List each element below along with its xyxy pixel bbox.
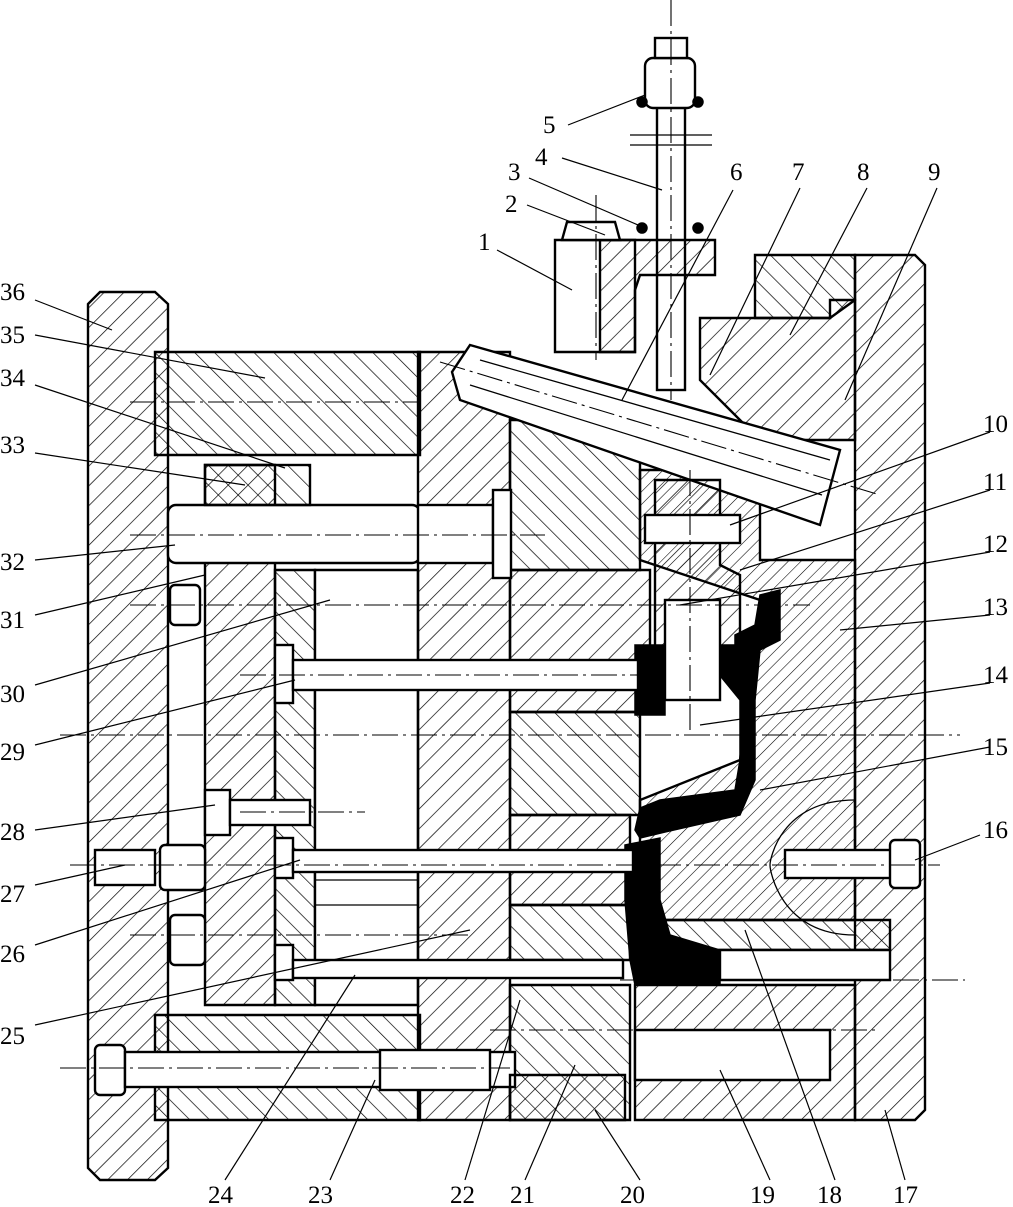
long-bolt (93, 1043, 627, 1122)
label-4: 4 (535, 144, 548, 171)
angled-pin (450, 343, 842, 527)
label-26: 26 (0, 941, 25, 968)
label-23: 23 (308, 1182, 333, 1207)
label-10: 10 (983, 411, 1008, 438)
ejector-plate (273, 568, 317, 1007)
label-18: 18 (817, 1182, 842, 1207)
slide-wedge-block (698, 253, 857, 442)
label-21: 21 (510, 1182, 535, 1207)
label-24: 24 (208, 1182, 234, 1207)
label-31: 31 (0, 607, 25, 634)
support-plate-upper (153, 350, 422, 457)
label-17: 17 (893, 1182, 918, 1207)
label-8: 8 (857, 159, 870, 186)
label-29: 29 (0, 739, 25, 766)
label-16: 16 (983, 817, 1008, 844)
label-30: 30 (0, 681, 25, 708)
label-13: 13 (983, 594, 1008, 621)
molded-part (624, 589, 781, 986)
guide-pin (166, 463, 513, 580)
slide-core (643, 478, 742, 702)
label-28: 28 (0, 819, 25, 846)
label-27: 27 (0, 881, 25, 908)
label-22: 22 (450, 1182, 475, 1207)
label-36: 36 (0, 279, 25, 306)
label-15: 15 (983, 734, 1008, 761)
label-1: 1 (478, 229, 491, 256)
center-lines (60, 0, 965, 1069)
label-12: 12 (983, 531, 1008, 558)
bracket-block (553, 220, 717, 354)
moving-plate (416, 350, 512, 1122)
label-33: 33 (0, 432, 25, 459)
ejector-space-block (313, 568, 420, 1007)
label-3: 3 (508, 159, 521, 186)
clamp-plate-left (86, 290, 170, 1182)
label-34: 34 (0, 365, 26, 392)
screws (93, 799, 922, 936)
label-2: 2 (505, 191, 518, 218)
fixed-plate-lower (508, 983, 857, 1122)
label-32: 32 (0, 549, 25, 576)
label-5: 5 (543, 112, 556, 139)
label-14: 14 (983, 662, 1009, 689)
label-19: 19 (750, 1182, 775, 1207)
ejector-pins (168, 583, 640, 982)
clamp-plate-right (853, 253, 927, 1122)
label-20: 20 (620, 1182, 645, 1207)
leader-lines (34, 94, 991, 1181)
label-6: 6 (730, 159, 743, 186)
label-11: 11 (983, 469, 1007, 496)
label-9: 9 (928, 159, 941, 186)
part-number-labels: 1 2 3 4 5 6 7 8 9 10 11 12 13 14 15 16 1… (0, 112, 1009, 1207)
label-35: 35 (0, 322, 25, 349)
label-7: 7 (792, 159, 805, 186)
label-25: 25 (0, 1023, 25, 1050)
